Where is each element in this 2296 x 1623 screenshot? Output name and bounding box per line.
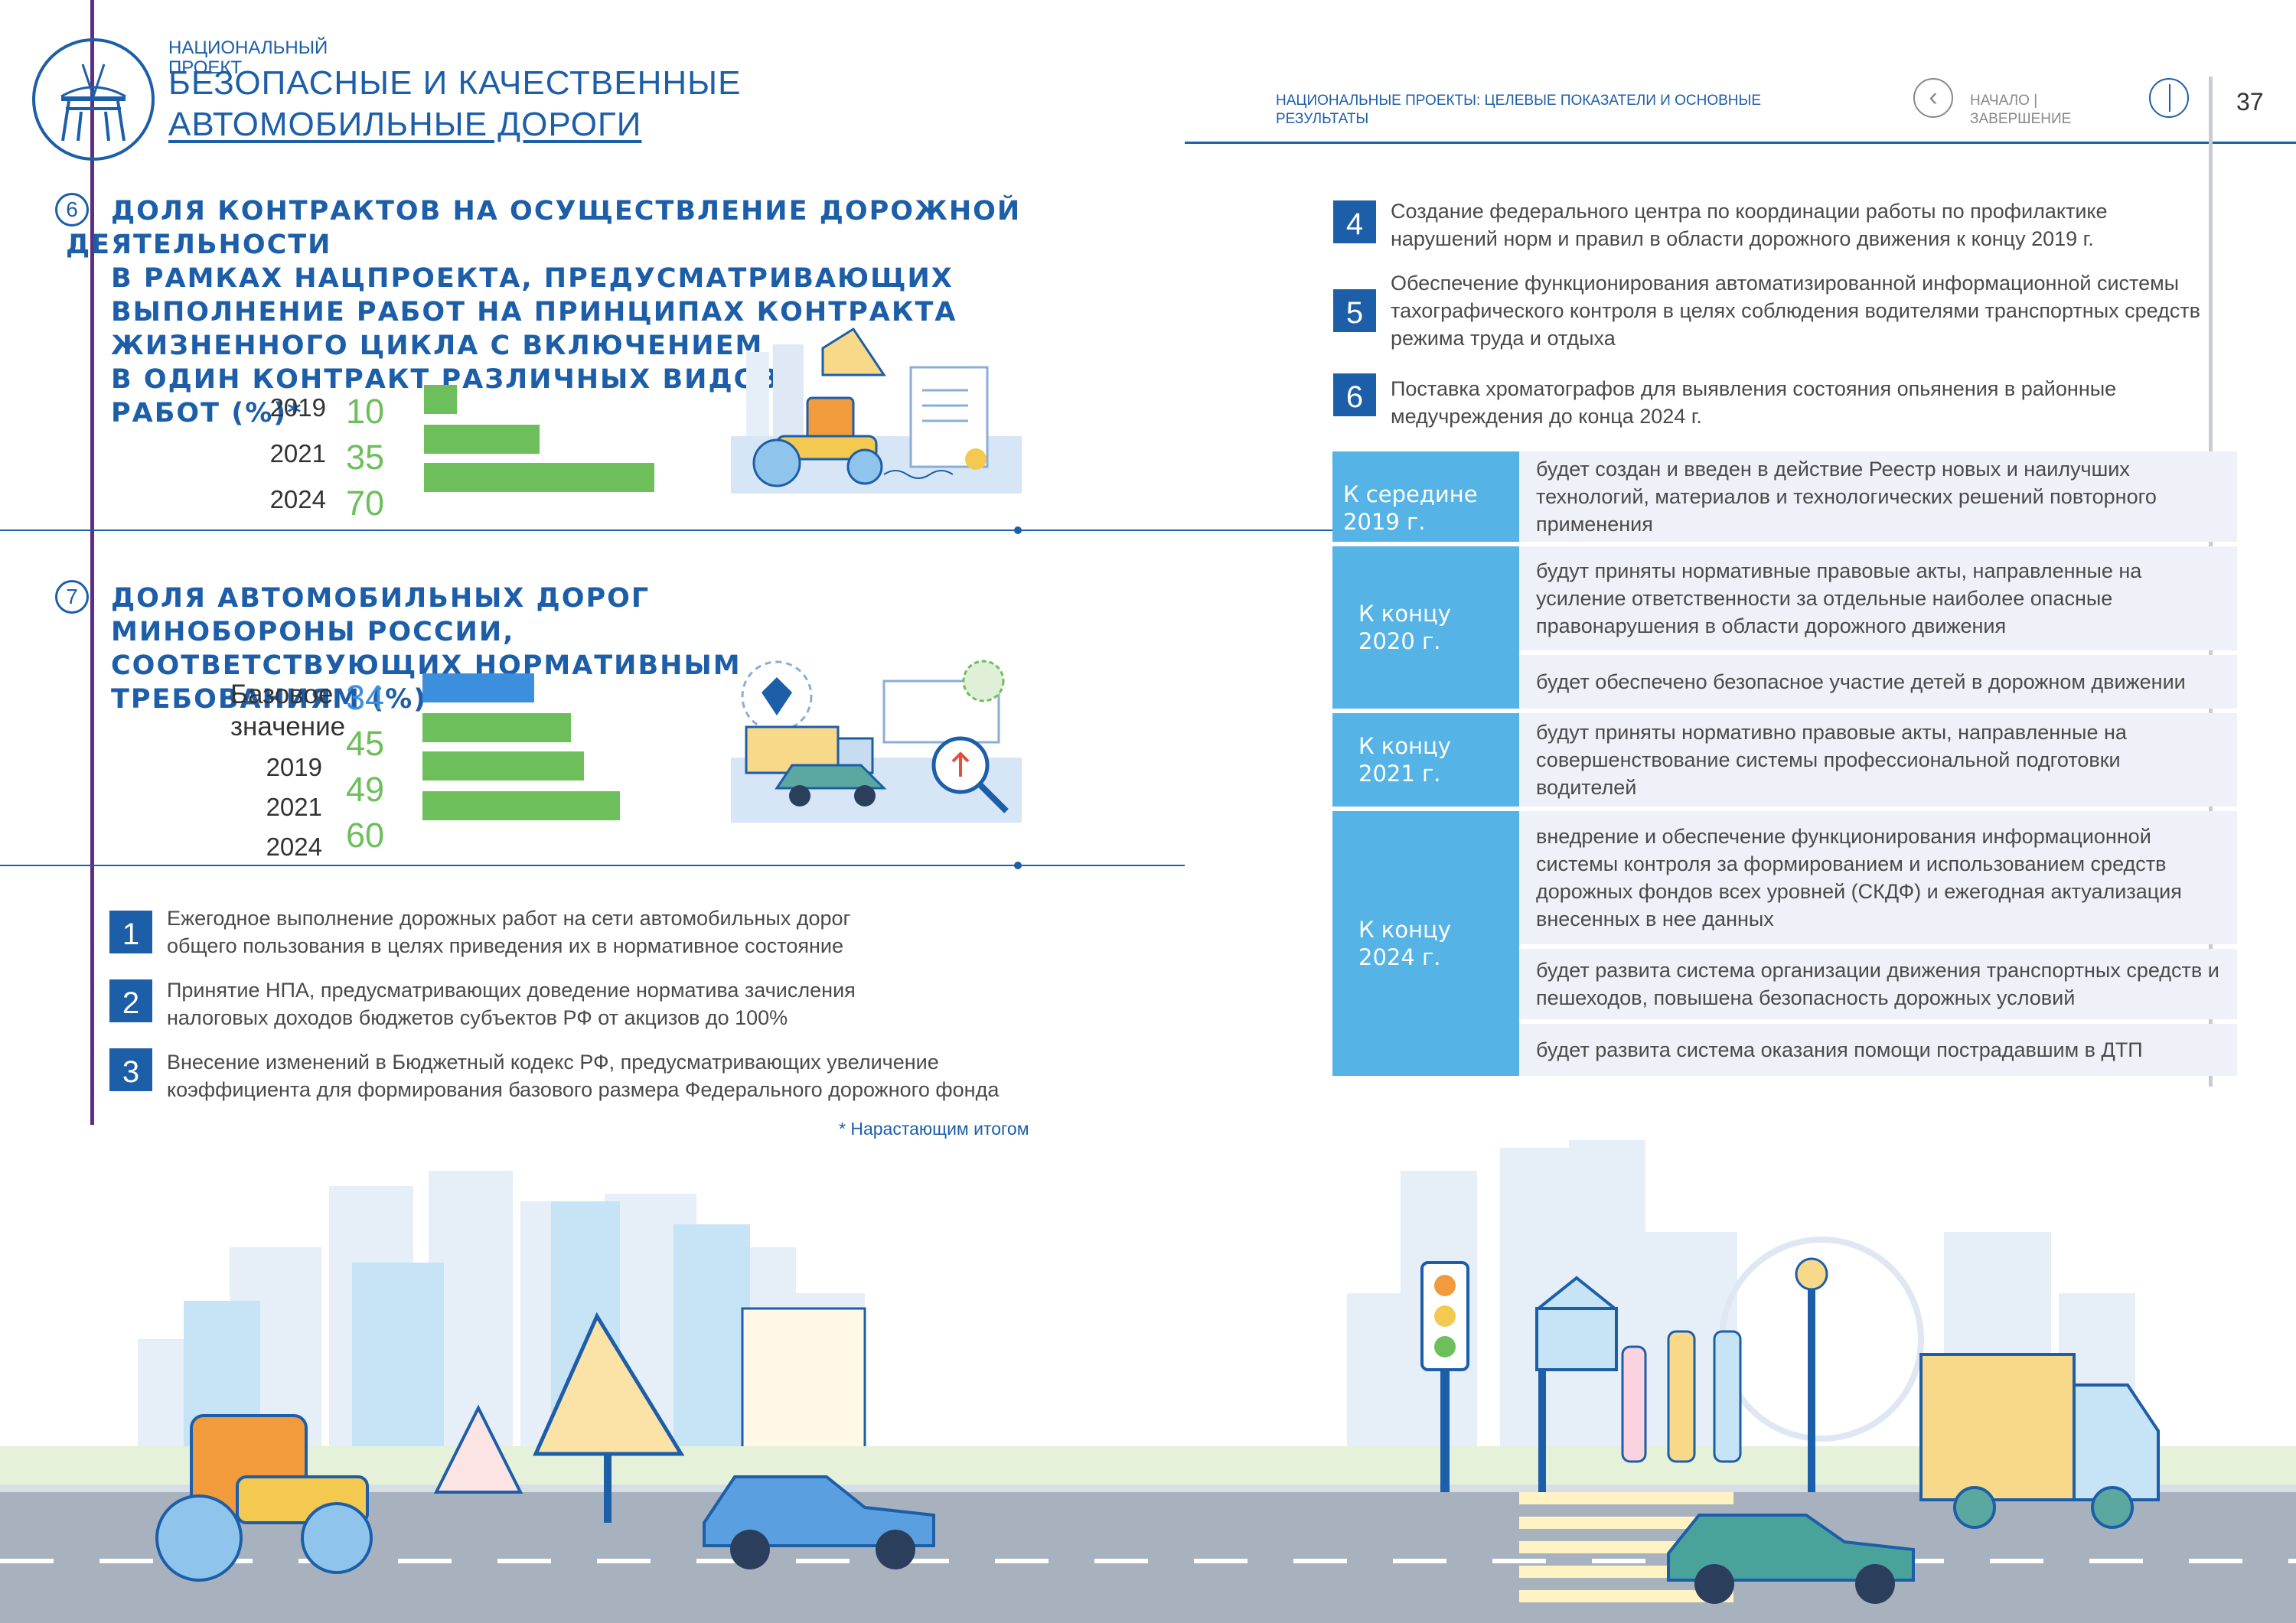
list-item-number: 6: [1333, 373, 1376, 416]
chart2-value-label: 45: [346, 724, 385, 763]
list-item-text: Создание федерального центра по координа…: [1391, 200, 2108, 223]
chart2-bar: [422, 751, 584, 781]
chart2-value-label: 60: [346, 816, 385, 855]
section-divider: [0, 530, 2215, 531]
list-item-text: Принятие НПА, предусматривающих доведени…: [167, 979, 856, 1002]
timeline-period: К середине 2019 г.: [1332, 451, 1519, 542]
list-item: Обеспечение функционирования автоматизир…: [1391, 269, 2200, 352]
timeline-period: К концу 2021 г.: [1332, 713, 1519, 807]
section6-title-line5: ЖИЗНЕННОГО ЦИКЛА С ВКЛЮЧЕНИЕМ: [111, 331, 764, 361]
timeline-item: внедрение и обеспечение функционирования…: [1519, 811, 2237, 944]
military-roads-illustration: [731, 650, 1022, 826]
timeline-item: будет обеспечено безопасное участие дете…: [1519, 655, 2237, 709]
chart2-year-label: 2021: [266, 793, 322, 821]
chart1-year-label: 2021: [269, 439, 326, 468]
list-item-number: 3: [109, 1048, 152, 1091]
project-title-line1: БЕЗОПАСНЫЕ И КАЧЕСТВЕННЫЕ: [168, 64, 742, 102]
section6-title-line3: В РАМКАХ НАЦПРОЕКТА, ПРЕДУСМАТРИВАЮЩИХ: [111, 263, 954, 294]
project-logo: [32, 38, 155, 161]
section7-title-line2: МИНОБОРОНЫ РОССИИ,: [111, 617, 515, 647]
list-item-number: 4: [1333, 200, 1376, 243]
divider-dot: [1014, 862, 1022, 869]
section-divider: [0, 865, 1185, 866]
nav-back-button[interactable]: ‹: [1913, 78, 1953, 118]
nav-end-button[interactable]: [2149, 78, 2189, 118]
section-running-title: НАЦИОНАЛЬНЫЕ ПРОЕКТЫ: ЦЕЛЕВЫЕ ПОКАЗАТЕЛИ…: [1276, 93, 1761, 127]
list-item-text: Обеспечение функционирования автоматизир…: [1391, 272, 2180, 295]
road-works-illustration: [731, 321, 1022, 497]
section6-title-line7: РАБОТ (%)*: [111, 398, 303, 429]
timeline-period: К концу 2020 г.: [1332, 546, 1519, 709]
timeline-item: будет развита система организации движен…: [1519, 949, 2237, 1019]
chart1-year-label: 2019: [269, 393, 326, 422]
list-item-text: Ежегодное выполнение дорожных работ на с…: [167, 907, 851, 930]
chart2-year-label: 2019: [266, 753, 322, 781]
header-divider: [1185, 142, 2296, 144]
chart1-value-label: 35: [346, 438, 385, 477]
section7-title-line1: ДОЛЯ АВТОМОБИЛЬНЫХ ДОРОГ: [111, 583, 651, 614]
chart1-bar: [424, 463, 654, 492]
section6-number: 6: [55, 193, 89, 227]
chart2-base-label-line1: Базовое: [230, 680, 334, 709]
chart2-bar: [422, 673, 535, 702]
list-item-text: медучреждения до конца 2024 г.: [1391, 405, 1702, 428]
chart1-bar: [424, 425, 540, 454]
left-accent-line: [90, 0, 94, 1125]
list-item-text: нарушений норм и правил в области дорожн…: [1391, 227, 2094, 250]
page-number: 37: [2236, 88, 2264, 116]
section7-title-line4: ТРЕБОВАНИЯМ (%): [111, 684, 428, 715]
list-item-text: общего пользования в целях приведения их…: [167, 934, 843, 957]
list-item-text: Внесение изменений в Бюджетный кодекс РФ…: [167, 1051, 939, 1074]
list-item: Внесение изменений в Бюджетный кодекс РФ…: [167, 1048, 999, 1103]
project-title: БЕЗОПАСНЫЕ И КАЧЕСТВЕННЫЕ АВТОМОБИЛЬНЫЕ …: [168, 63, 741, 145]
chart2-year-label: 2024: [266, 833, 322, 861]
chart1-bar: [424, 385, 457, 414]
timeline-item: будет развита система оказания помощи по…: [1519, 1024, 2237, 1076]
section6-title-line2: ДЕЯТЕЛЬНОСТИ: [66, 230, 332, 260]
road-bridge-icon: [60, 64, 126, 142]
list-item-text: налоговых доходов бюджетов субъектов РФ …: [167, 1006, 788, 1029]
chart2-bar: [422, 791, 620, 820]
list-item-number: 5: [1333, 289, 1376, 332]
project-label: НАЦИОНАЛЬНЫЙ ПРОЕКТ: [168, 37, 328, 78]
timeline-item: будет создан и введен в действие Реестр …: [1519, 451, 2237, 542]
footnote: * Нарастающим итогом: [839, 1119, 1029, 1139]
list-item: Ежегодное выполнение дорожных работ на с…: [167, 904, 850, 960]
list-item: Принятие НПА, предусматривающих доведени…: [167, 976, 856, 1031]
section6-title-line1: ДОЛЯ КОНТРАКТОВ НА ОСУЩЕСТВЛЕНИЕ ДОРОЖНО…: [111, 196, 1022, 227]
timeline-period: К концу 2024 г.: [1332, 811, 1519, 1076]
list-item-text: Поставка хроматографов для выявления сос…: [1391, 377, 2117, 400]
timeline-item: будут приняты нормативно правовые акты, …: [1519, 713, 2237, 807]
project-title-line2: АВТОМОБИЛЬНЫЕ ДОРОГИ: [168, 106, 642, 143]
list-item-text: тахографического контроля в целях соблюд…: [1391, 299, 2201, 322]
chart1-value-label: 70: [346, 484, 385, 523]
section6-title-line4: ВЫПОЛНЕНИЕ РАБОТ НА ПРИНЦИПАХ КОНТРАКТА: [111, 297, 957, 328]
list-item-number: 2: [109, 979, 152, 1022]
timeline-item: будут приняты нормативные правовые акты,…: [1519, 546, 2237, 650]
section7-number: 7: [55, 580, 89, 614]
chart2-value-label: 34: [346, 678, 385, 717]
chart2-base-label-line2: значение: [230, 712, 346, 741]
list-item-number: 1: [109, 911, 152, 953]
chart2-value-label: 49: [346, 770, 385, 809]
chart1-year-label: 2024: [269, 485, 326, 513]
chart1-value-label: 10: [346, 392, 385, 431]
nav-start-end-link[interactable]: НАЧАЛО | ЗАВЕРШЕНИЕ: [1970, 93, 2072, 127]
list-item-text: коэффициента для формирования базового р…: [167, 1078, 1000, 1101]
list-item-text: режима труда и отдыха: [1391, 327, 1616, 350]
chart2-bar: [422, 713, 571, 742]
list-item: Создание федерального центра по координа…: [1391, 197, 2108, 253]
list-item: Поставка хроматографов для выявления сос…: [1391, 375, 2116, 430]
divider-dot: [1014, 526, 1022, 534]
city-road-illustration: [0, 1125, 2296, 1623]
